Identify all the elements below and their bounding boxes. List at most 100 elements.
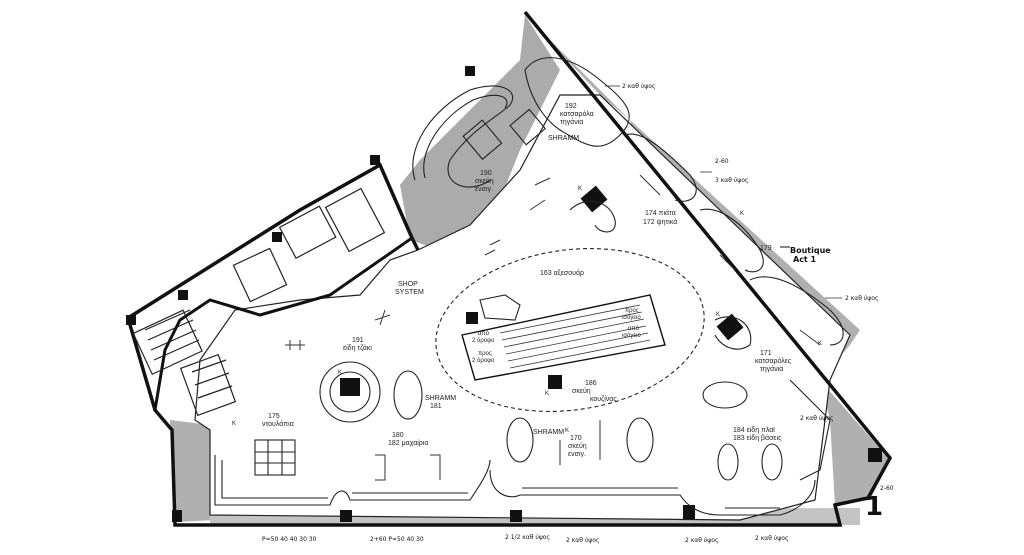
note-dim-1: 2-60 xyxy=(715,158,729,165)
note-right-1: 3 καθ ύψος xyxy=(715,177,748,184)
sales-floor xyxy=(194,94,851,521)
square-display xyxy=(254,439,296,476)
escalator xyxy=(461,294,666,381)
desk xyxy=(479,294,521,321)
stamp-line-1: Boutique xyxy=(790,246,831,255)
column xyxy=(465,66,475,76)
column-mark: K xyxy=(716,312,720,318)
round-display-inner xyxy=(329,371,371,413)
column-mark: K xyxy=(565,428,569,434)
round-display xyxy=(319,361,381,423)
stamp: Boutique Act 1 xyxy=(780,246,831,264)
column xyxy=(580,185,608,213)
escalator-steps xyxy=(499,304,651,369)
lift-left xyxy=(179,353,237,417)
shelf-top-loop xyxy=(524,57,630,147)
note-bottom-5: 2 καθ ύψος xyxy=(755,535,788,542)
shelf-north-bay-inner xyxy=(423,94,508,179)
label-179: 179 xyxy=(760,245,772,252)
display-table xyxy=(462,119,503,160)
stair-mid xyxy=(232,247,288,303)
column xyxy=(716,313,744,341)
label-163: 163 αξεσουάρ xyxy=(540,269,584,277)
note-bottom-3: 2 καθ ύψος xyxy=(566,537,599,544)
gray-zone-top-corridor xyxy=(525,15,630,120)
column xyxy=(683,505,695,519)
note-right-top: 2 καθ ύψος xyxy=(622,83,655,90)
stamp-line-2: Act 1 xyxy=(793,255,817,264)
gray-zone-north-wall xyxy=(400,15,560,250)
columns xyxy=(126,66,882,522)
shelf-bottom-run xyxy=(214,455,816,516)
zone-boundary xyxy=(435,248,705,412)
column xyxy=(868,448,882,462)
column xyxy=(126,315,136,325)
stairs xyxy=(132,187,386,417)
column xyxy=(548,375,562,389)
column-counter xyxy=(569,200,616,233)
sheet-number: 1 xyxy=(865,492,883,522)
stair-left xyxy=(132,309,203,376)
note-bottom-2: 2 1/2 καθ ύψος xyxy=(505,534,550,541)
shelf-east-3 xyxy=(749,276,844,346)
room-upper xyxy=(278,205,337,260)
column xyxy=(178,290,188,300)
note-bottom-left: P=50 40 40 30 30 xyxy=(262,536,317,543)
column-mark: K xyxy=(740,211,744,217)
escalator-outline xyxy=(461,294,666,381)
column xyxy=(510,510,522,522)
shelving xyxy=(214,57,844,516)
room-right xyxy=(324,187,386,253)
display-table xyxy=(509,108,547,146)
shelf-bottom-run-inner xyxy=(221,460,780,509)
service-block-outline xyxy=(127,162,414,411)
label-shramm-top: SHRAMM xyxy=(548,135,579,142)
margin-notes: 2 καθ ύψος 2-60 3 καθ ύψος 2 καθ ύψος 2-… xyxy=(262,83,894,544)
label-shramm-mid: SHRAMM xyxy=(533,429,564,436)
note-bottom-4: 2 καθ ύψος xyxy=(685,537,718,544)
column xyxy=(340,510,352,522)
column xyxy=(370,155,380,165)
oval-display xyxy=(717,443,739,481)
note-dim-2: 2-60 xyxy=(880,485,894,492)
column-mark: K xyxy=(338,370,342,376)
column xyxy=(172,510,182,522)
shelf-right-diag xyxy=(789,379,831,481)
note-bottom-1: 2+60 P=50 40 30 xyxy=(370,536,424,543)
gray-zone-left-bottom xyxy=(170,420,215,522)
column-mark: K xyxy=(545,391,549,397)
shelf-east-1 xyxy=(624,133,697,202)
column-counter xyxy=(714,316,752,350)
column xyxy=(272,232,282,242)
gray-zone-right-triangle xyxy=(820,380,890,505)
oval-display xyxy=(702,381,748,409)
oval-display xyxy=(626,417,654,463)
column-mark: K xyxy=(818,341,822,347)
column-mark: K xyxy=(578,186,582,192)
column xyxy=(340,378,360,396)
shelf-east-2 xyxy=(699,208,764,273)
fixture-ticks xyxy=(285,174,821,481)
islands xyxy=(254,108,783,481)
note-right-2: 2 καθ ύψος xyxy=(845,295,878,302)
note-right-3: 2 καθ ύψος xyxy=(800,415,833,422)
column xyxy=(466,312,478,324)
column-marks: K K K K K K K K xyxy=(232,186,822,434)
column-mark: K xyxy=(232,421,236,427)
